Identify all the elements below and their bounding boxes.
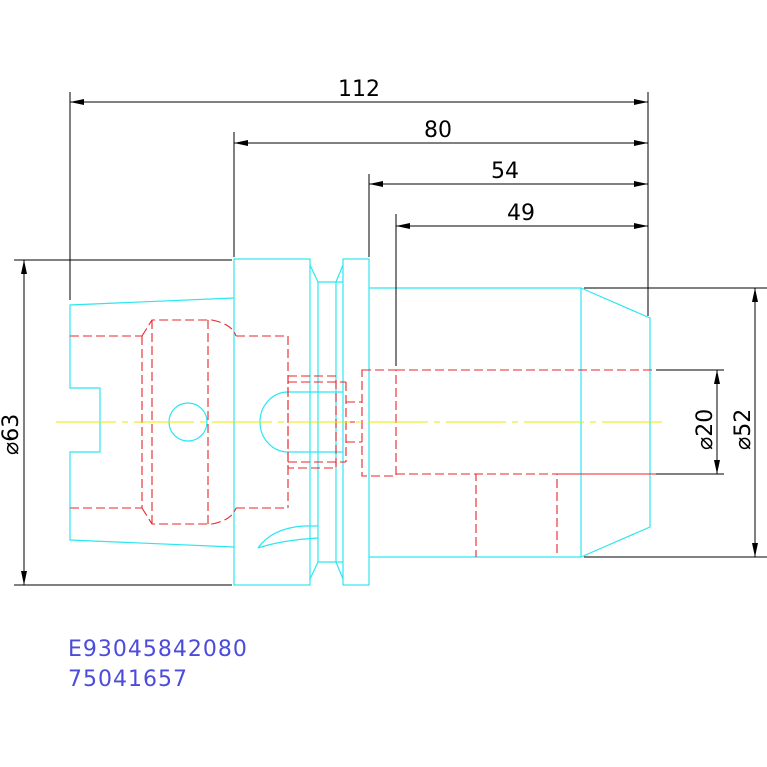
arrow-52-bottom: [752, 543, 758, 557]
drive-slot-arc-inner: [257, 537, 319, 549]
taper-shank-outline: [69, 297, 235, 548]
collar-chamfer-left-bottom: [335, 561, 344, 580]
arrow-20-top: [714, 370, 720, 384]
hidden-lines: [70, 319, 656, 557]
hidden-side-port-left: [396, 473, 477, 557]
hidden-pocket-right-top: [211, 319, 237, 337]
dim-80-label: 80: [424, 118, 452, 143]
arrow-112-right: [634, 99, 648, 105]
arrow-112-left: [70, 99, 84, 105]
arrow-80-right: [634, 140, 648, 146]
hidden-side-port-right: [556, 473, 656, 557]
dim-20-label: ⌀20: [693, 409, 718, 450]
flange-chamfer-bottom: [309, 561, 319, 580]
dim-63-label: ⌀63: [0, 414, 24, 455]
arrow-54-right: [634, 181, 648, 187]
dim-49-label: 49: [507, 201, 535, 226]
arrow-63-bottom: [21, 571, 27, 585]
arrow-20-bottom: [714, 460, 720, 474]
arrow-80-left: [234, 140, 248, 146]
arrow-52-top: [752, 288, 758, 302]
dim-54-label: 54: [491, 159, 519, 184]
arrow-63-top: [21, 260, 27, 274]
dimension-arrows: [21, 99, 758, 585]
drive-slot-arc: [257, 525, 318, 549]
dim-52-label: ⌀52: [731, 409, 756, 450]
dimensions: [14, 92, 767, 586]
arrow-49-left: [396, 223, 410, 229]
article-number-label: 75041657: [68, 667, 188, 692]
dim-112-label: 112: [338, 77, 380, 102]
hidden-collet-seat: [361, 369, 397, 477]
part-code-label: E93045842080: [68, 637, 248, 662]
hidden-pocket-right-bottom: [211, 507, 237, 525]
arrow-54-left: [369, 181, 383, 187]
arrow-49-right: [634, 223, 648, 229]
collar-chamfer-left-top: [335, 264, 344, 283]
flange-chamfer-top: [309, 264, 319, 283]
